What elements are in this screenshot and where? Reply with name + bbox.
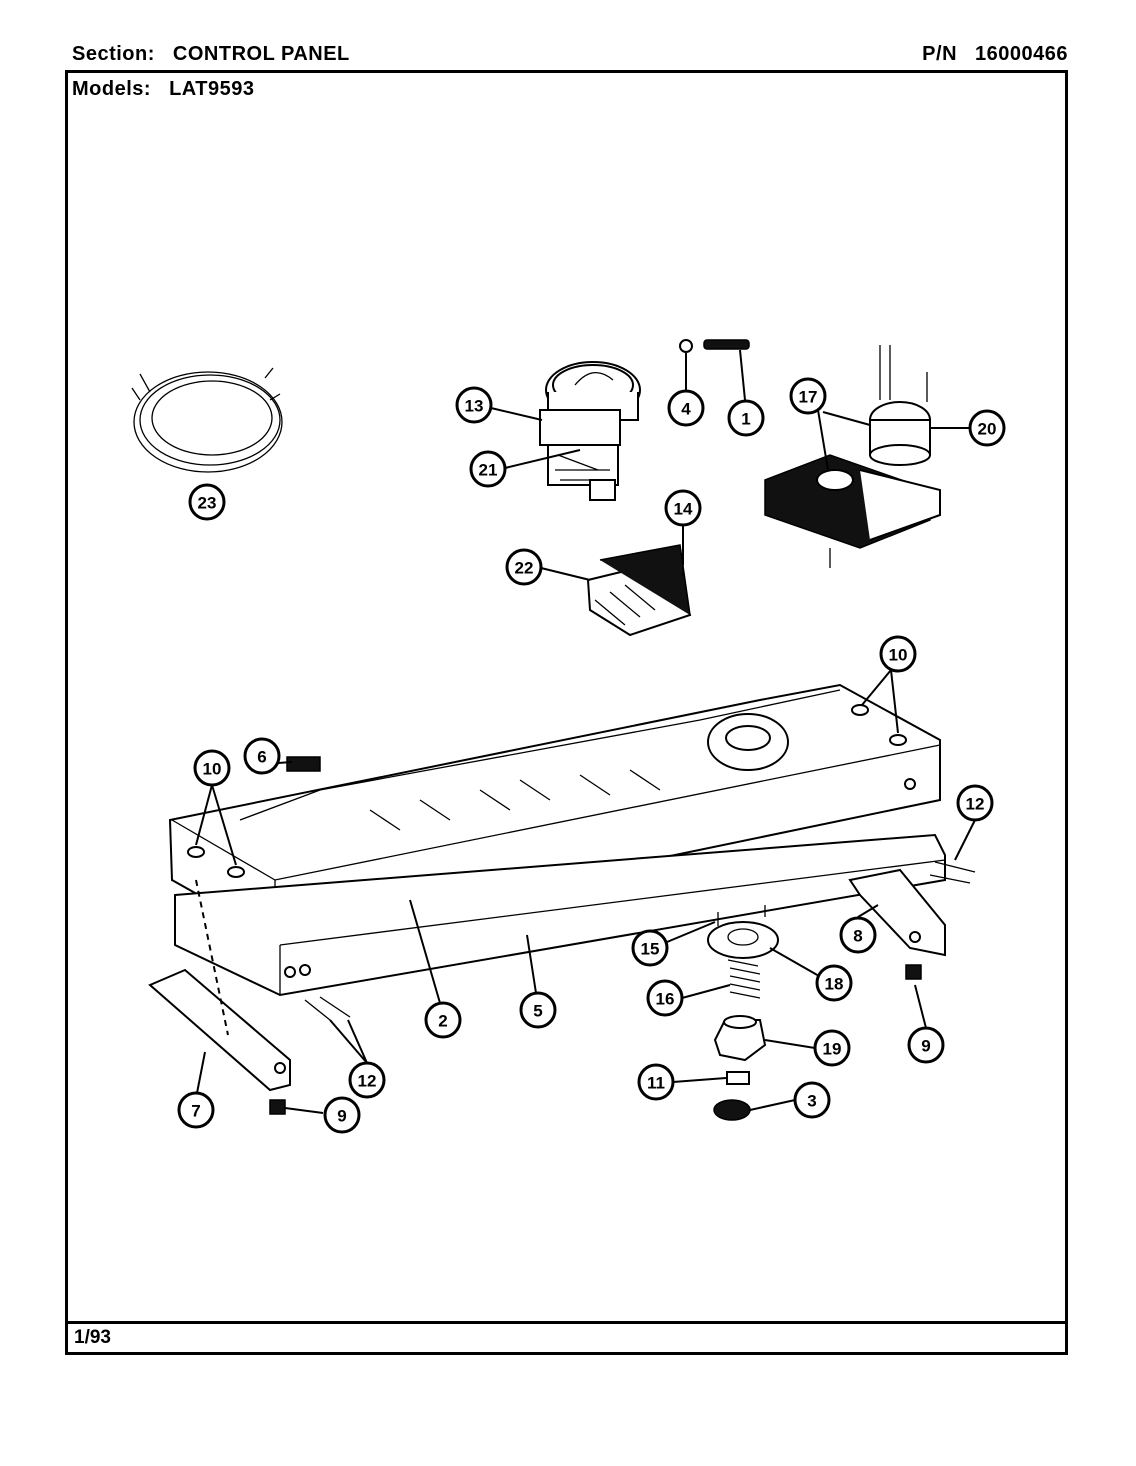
callout-17: 17 [789, 377, 827, 415]
callout-18: 18 [815, 964, 853, 1002]
svg-text:19: 19 [823, 1040, 842, 1059]
callout-23: 23 [188, 483, 226, 521]
callout-12-right: 12 [956, 784, 994, 822]
callout-5: 5 [519, 991, 557, 1029]
svg-text:13: 13 [465, 397, 484, 416]
callout-20: 20 [968, 409, 1006, 447]
svg-text:18: 18 [825, 975, 844, 994]
svg-text:3: 3 [807, 1092, 816, 1111]
screws-drawing [304, 861, 976, 1021]
selector-switch-drawing [539, 361, 641, 501]
section-value: CONTROL PANEL [172, 43, 350, 65]
part-number-heading: P/N 16000466 [922, 43, 1068, 66]
svg-text:10: 10 [203, 760, 222, 779]
bracket-right-drawing [848, 868, 946, 957]
svg-text:15: 15 [641, 940, 660, 959]
svg-text:12: 12 [966, 795, 985, 814]
switch-block-drawing [586, 544, 692, 637]
diagram-frame [65, 70, 1068, 1355]
callout-22: 22 [505, 548, 543, 586]
wire-harness-drawing [131, 367, 283, 473]
callout-21: 21 [469, 450, 507, 488]
callout-4: 4 [667, 389, 705, 427]
svg-text:22: 22 [515, 559, 534, 578]
svg-text:7: 7 [191, 1102, 200, 1121]
models-heading: Models: LAT9593 [72, 78, 254, 101]
leader-lines [195, 349, 976, 1114]
footer-date: 1/93 [74, 1327, 111, 1348]
svg-text:1: 1 [741, 410, 750, 429]
svg-text:9: 9 [921, 1037, 930, 1056]
models-value: LAT9593 [169, 78, 255, 100]
models-label: Models: [72, 78, 152, 100]
lower-panel-drawing [174, 833, 946, 997]
svg-text:4: 4 [681, 400, 691, 419]
svg-text:11: 11 [647, 1074, 665, 1093]
svg-text:5: 5 [533, 1002, 542, 1021]
clip-right-drawing [905, 964, 922, 980]
callout-12-bottom: 12 [348, 1061, 386, 1099]
callout-14: 14 [664, 489, 702, 527]
callout-3: 3 [793, 1081, 831, 1119]
svg-text:16: 16 [656, 990, 675, 1009]
part-number-label: P/N [922, 43, 958, 65]
svg-text:12: 12 [358, 1072, 377, 1091]
callout-10-left: 10 [193, 749, 231, 787]
svg-text:17: 17 [799, 388, 818, 407]
callout-13: 13 [455, 386, 493, 424]
callout-7: 7 [177, 1091, 215, 1129]
callout-11: 11 [637, 1063, 675, 1101]
callout-8: 8 [839, 916, 877, 954]
knob-assembly-drawing [707, 905, 779, 1121]
callout-10-right: 10 [879, 635, 917, 673]
grommets-drawing [187, 704, 907, 878]
callout-9-left: 9 [323, 1096, 361, 1134]
clip-left-drawing [269, 1099, 286, 1115]
footer-divider [65, 1321, 1068, 1324]
bracket-left-drawing [148, 968, 291, 1092]
knob-hardware-drawing [679, 339, 750, 353]
callout-9-right: 9 [907, 1026, 945, 1064]
section-heading: Section: CONTROL PANEL [72, 43, 350, 66]
part-number-value: 16000466 [975, 43, 1068, 65]
callout-19: 19 [813, 1029, 851, 1067]
svg-text:6: 6 [257, 748, 266, 767]
callout-15: 15 [631, 929, 669, 967]
callout-16: 16 [646, 979, 684, 1017]
callout-1: 1 [727, 399, 765, 437]
svg-text:10: 10 [889, 646, 908, 665]
svg-text:20: 20 [978, 420, 997, 439]
timer-drawing [764, 345, 941, 568]
callout-2: 2 [424, 1001, 462, 1039]
svg-text:8: 8 [853, 927, 862, 946]
svg-text:21: 21 [479, 461, 498, 480]
svg-text:2: 2 [438, 1012, 447, 1031]
svg-text:14: 14 [674, 500, 693, 519]
control-panel-drawing [168, 683, 941, 940]
svg-text:9: 9 [337, 1107, 346, 1126]
svg-text:23: 23 [198, 494, 217, 513]
callout-6: 6 [243, 737, 281, 775]
section-label: Section: [72, 43, 155, 65]
